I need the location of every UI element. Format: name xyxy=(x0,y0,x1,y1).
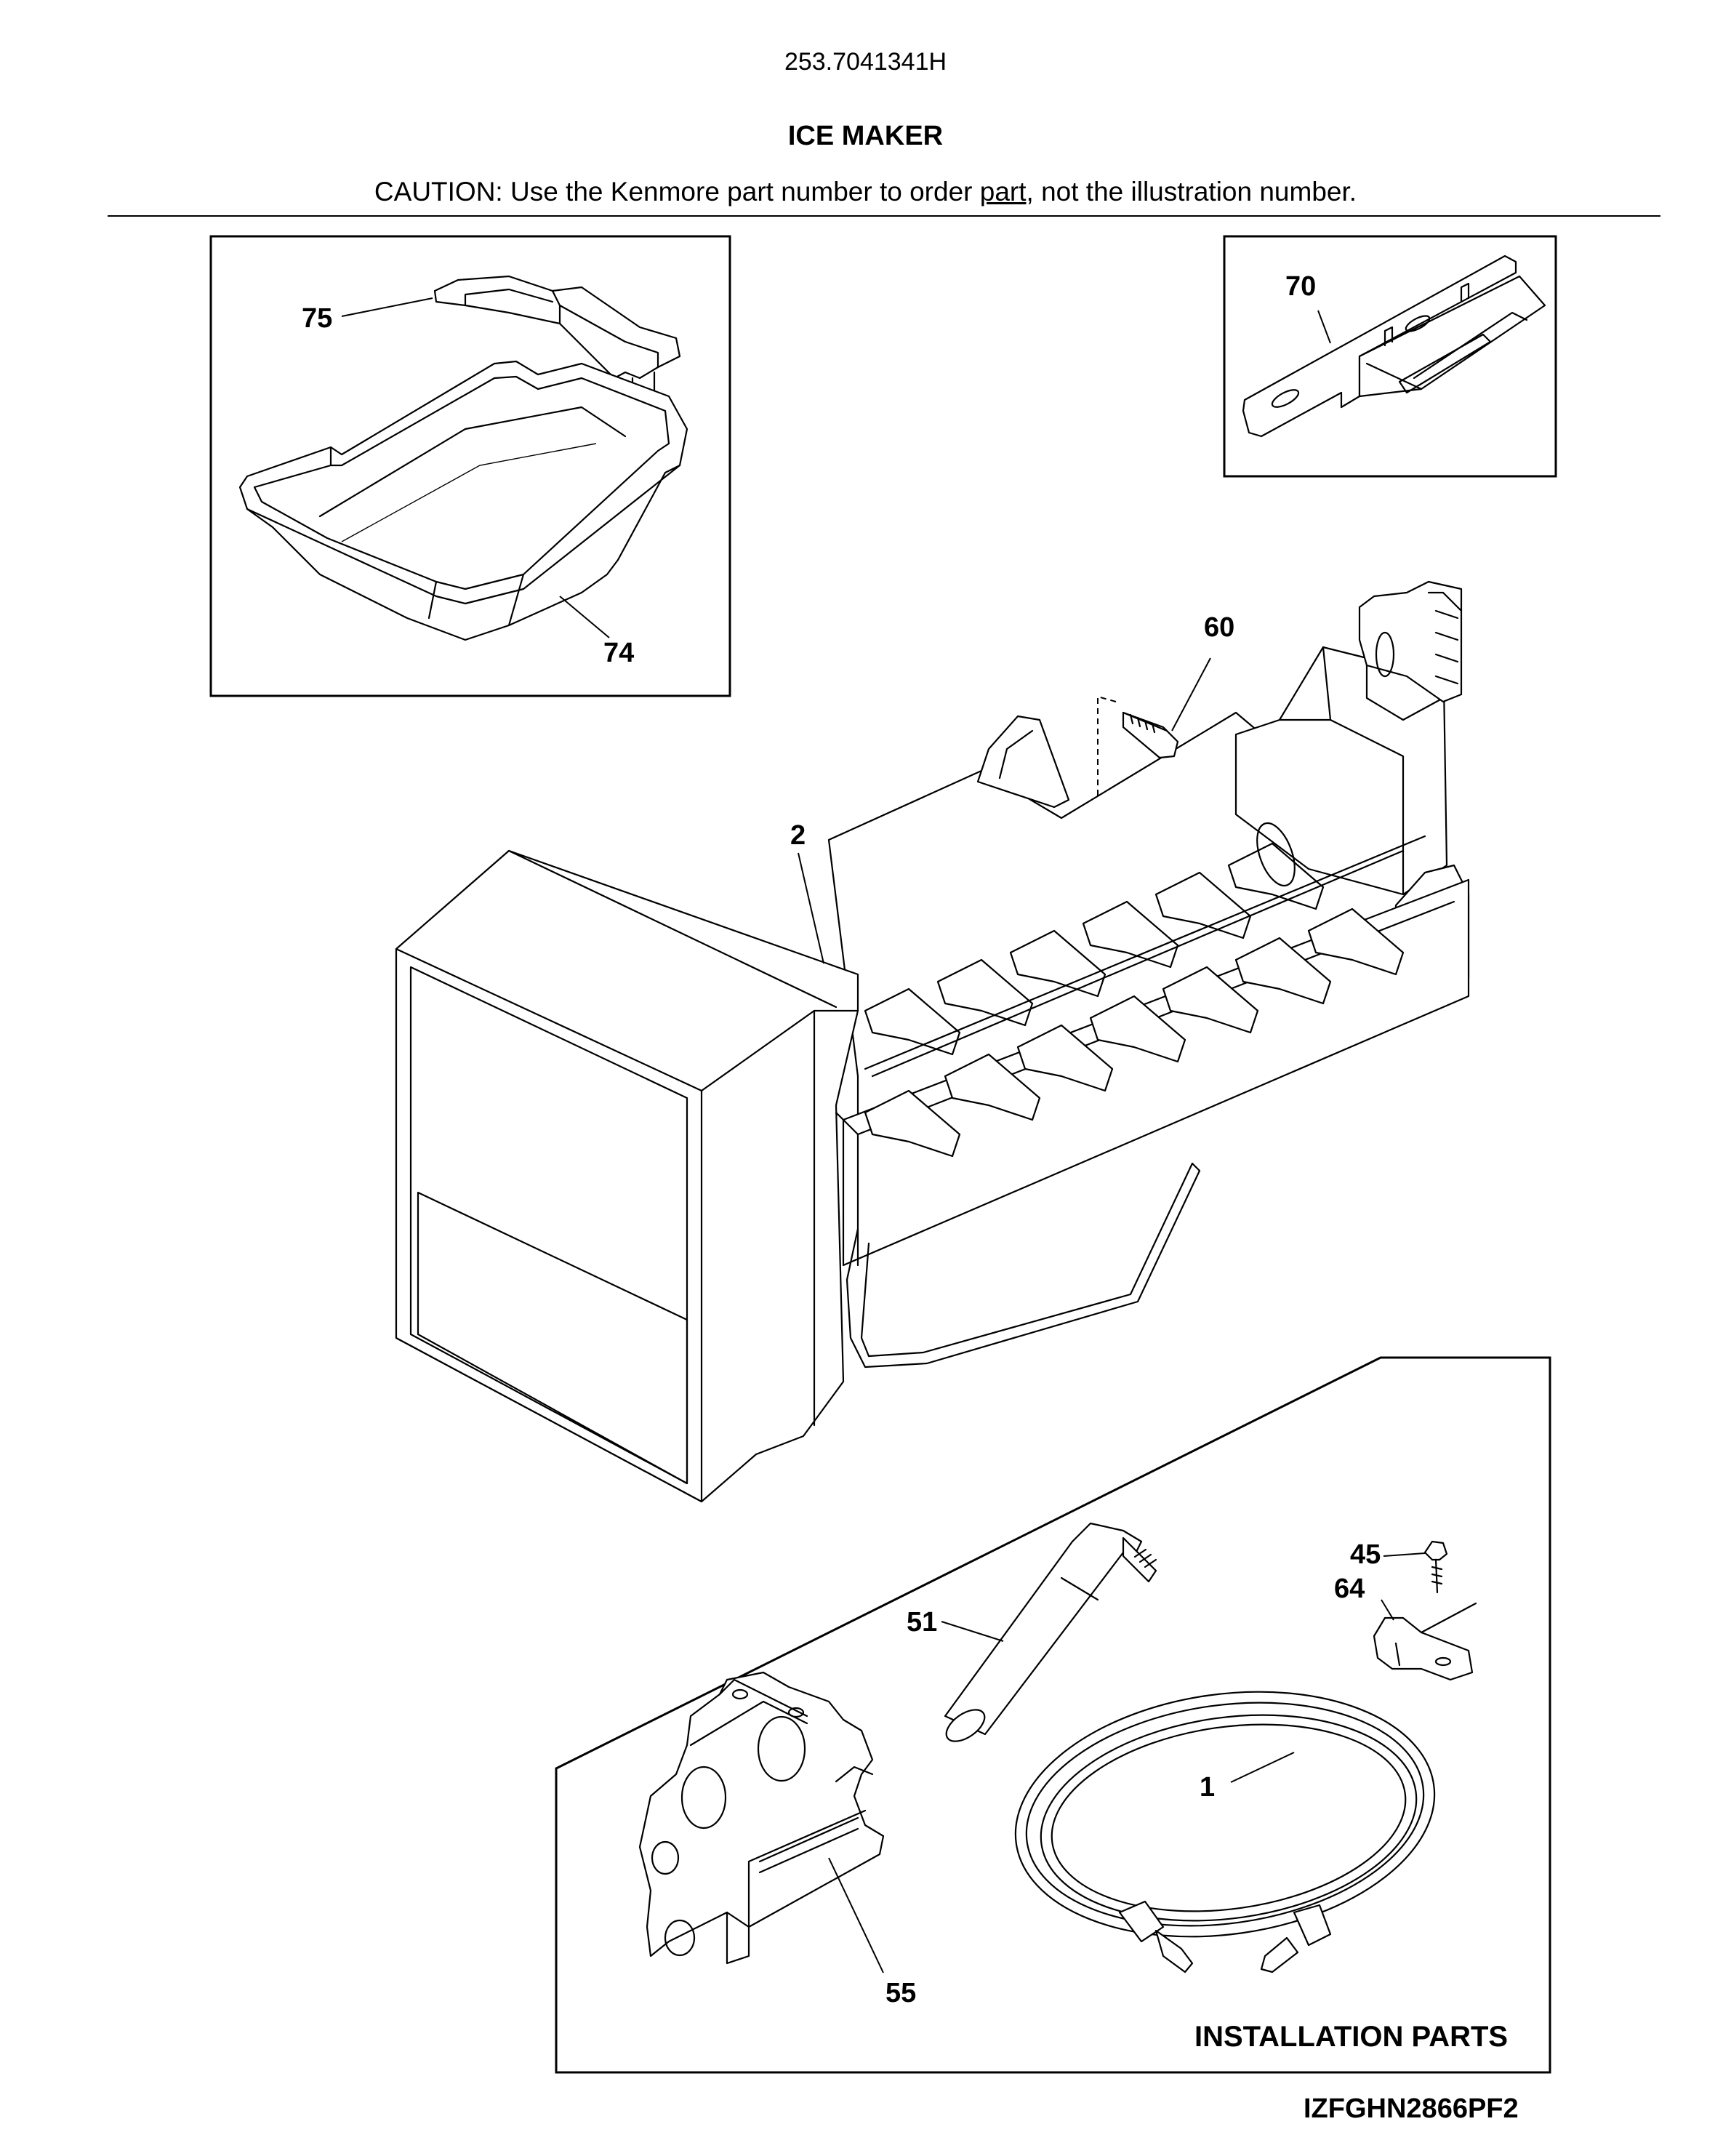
callout-70: 70 xyxy=(1285,271,1316,302)
screw-part-45 xyxy=(1423,1540,1448,1594)
ice-bin-part xyxy=(238,360,688,641)
leader-1 xyxy=(1230,1752,1295,1783)
callout-74: 74 xyxy=(603,638,634,668)
leader-60 xyxy=(1171,657,1211,732)
callout-75: 75 xyxy=(302,303,332,334)
callout-2: 2 xyxy=(790,820,806,851)
callout-1: 1 xyxy=(1200,1772,1215,1803)
leader-55 xyxy=(828,1857,884,1973)
callout-60: 60 xyxy=(1204,612,1234,643)
page-title: ICE MAKER xyxy=(787,121,944,151)
caution-text-underlined: part xyxy=(979,177,1027,207)
leader-74 xyxy=(559,596,610,638)
bracket-detail-box xyxy=(1223,235,1557,478)
screw-part-60 xyxy=(1097,695,1179,800)
leader-51 xyxy=(941,1621,1004,1642)
ice-bin-detail-box xyxy=(209,235,731,697)
ice-maker-assembly-part xyxy=(395,580,1470,1503)
leader-64 xyxy=(1381,1599,1394,1621)
installation-parts-label: INSTALLATION PARTS xyxy=(1194,2021,1508,2053)
fill-tube-part xyxy=(944,1522,1157,1742)
caution-note: CAUTION: Use the Kenmore part number to … xyxy=(0,177,1731,207)
model-number: 253.7041341H xyxy=(784,48,947,76)
leader-75 xyxy=(341,297,433,317)
callout-45: 45 xyxy=(1350,1539,1381,1570)
caution-text-after: , not the illustration number. xyxy=(1026,177,1357,207)
caution-text-before: CAUTION: Use the Kenmore part number to … xyxy=(374,177,980,207)
water-line-coil-part xyxy=(1014,1691,1436,1973)
header-rule xyxy=(108,215,1660,217)
leader-70 xyxy=(1317,310,1331,344)
installation-parts-box xyxy=(555,1356,1551,2074)
figure-code: IZFGHN2866PF2 xyxy=(1304,2093,1519,2124)
water-valve-part xyxy=(638,1671,885,1965)
leader-45 xyxy=(1383,1552,1426,1557)
tube-clamp-part xyxy=(1373,1602,1477,1681)
callout-55: 55 xyxy=(885,1978,916,2008)
ice-bin-cover-part xyxy=(433,275,681,400)
mounting-bracket-part xyxy=(1242,255,1546,438)
callout-64: 64 xyxy=(1334,1574,1365,1604)
callout-51: 51 xyxy=(907,1607,937,1638)
leader-2 xyxy=(798,852,824,964)
